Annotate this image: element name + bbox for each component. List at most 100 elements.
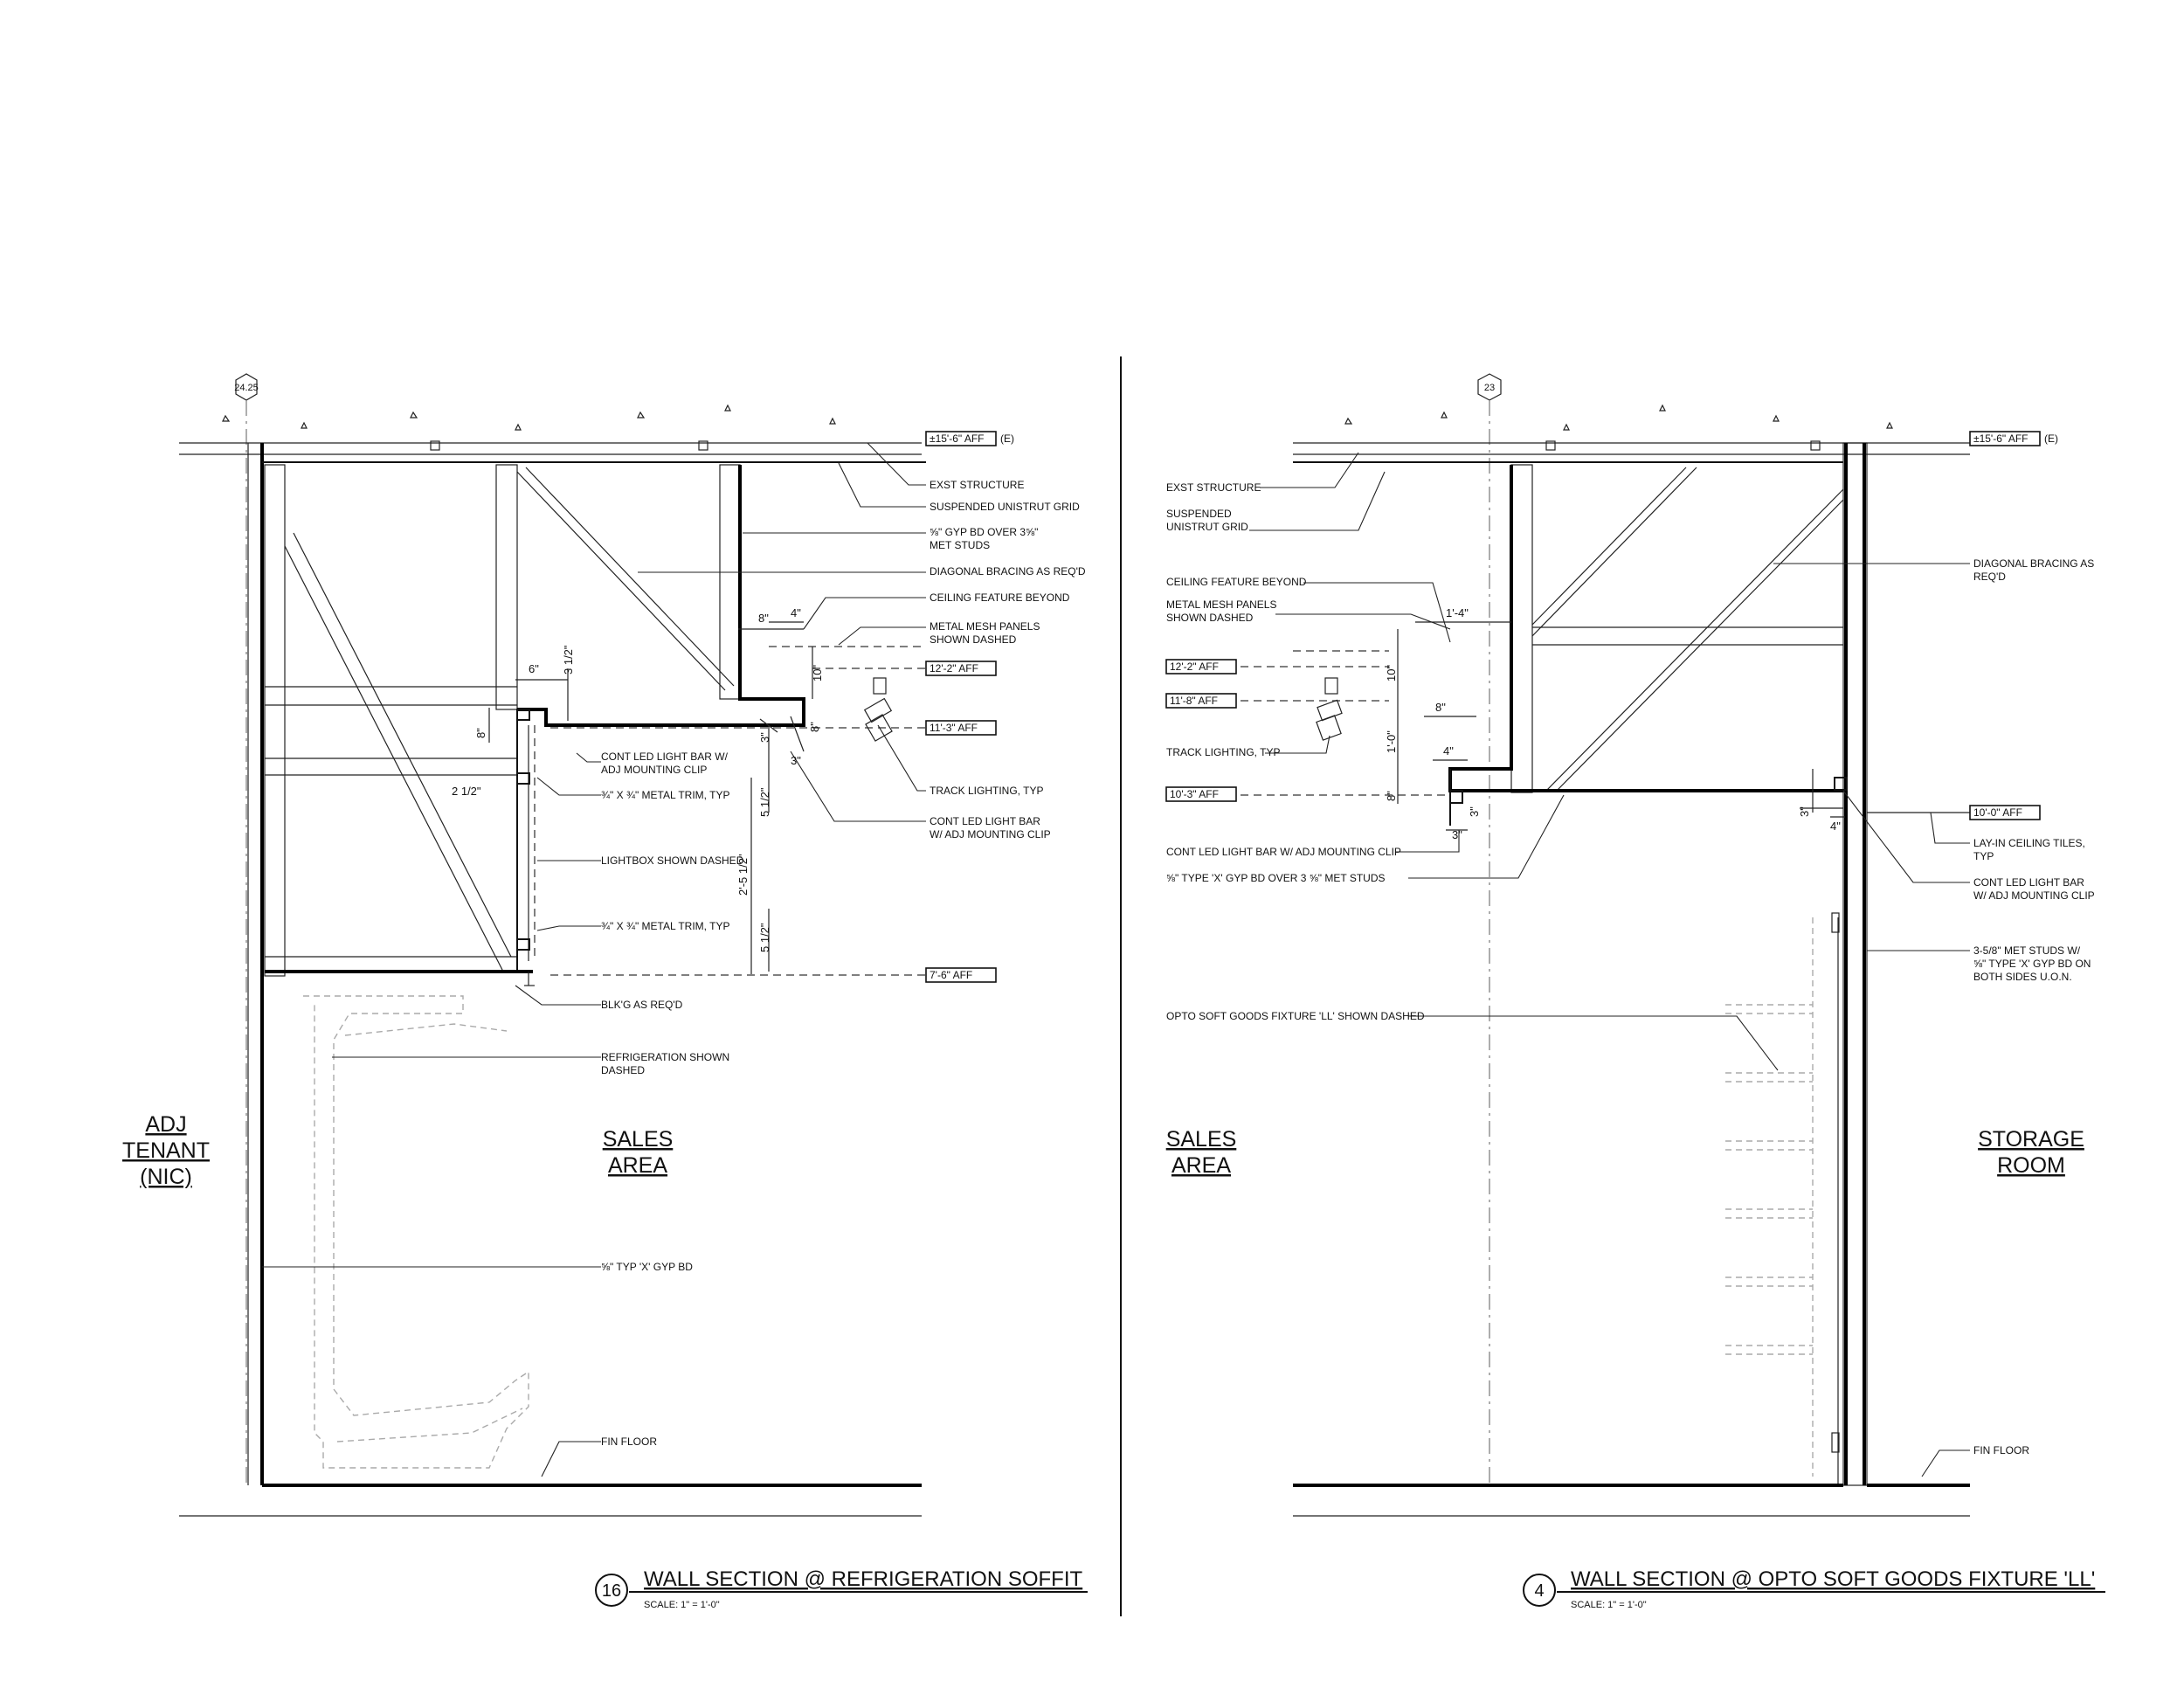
soffit-profile bbox=[265, 465, 805, 986]
demising-wall bbox=[247, 443, 264, 1485]
dim-2-5-half: 2'-5 1/2" bbox=[736, 854, 750, 896]
drawing-text: ±15'-6" AFF bbox=[1973, 432, 2028, 445]
drawing-text: 12'-2" AFF bbox=[930, 662, 978, 675]
note-diagonal-bracing: DIAGONAL BRACING AS bbox=[1973, 557, 2094, 570]
dim-10: 10" bbox=[1385, 665, 1398, 681]
drawing-text: 11'-8" AFF bbox=[1170, 695, 1218, 707]
elevation-tag: 10'-0" AFF bbox=[1969, 805, 2041, 820]
elevation-tag: ±15'-6" AFF (E) bbox=[925, 431, 1014, 446]
grid-bubble-label: 24.25 bbox=[234, 383, 259, 393]
elevation-tag: 11'-3" AFF bbox=[925, 720, 997, 736]
existing-slab bbox=[1293, 404, 1970, 455]
dim-8b: 8" bbox=[1385, 791, 1398, 801]
annotation-notes: EXST STRUCTURE SUSPENDED UNISTRUT GRID C… bbox=[1166, 481, 2095, 1456]
metal-studs bbox=[264, 464, 741, 977]
note-led-bar: CONT LED LIGHT BAR W/ ADJ MOUNTING CLIP bbox=[1166, 846, 1401, 858]
track-light-fixture bbox=[863, 677, 893, 742]
note-metal-trim: ¾" X ¾" METAL TRIM, TYP bbox=[601, 789, 729, 801]
track-light-fixture bbox=[1316, 677, 1343, 741]
drawing-text: 10'-0" AFF bbox=[1973, 806, 2022, 819]
dim-3a: 3" bbox=[1468, 806, 1481, 817]
note-unistrut: UNISTRUT GRID bbox=[1166, 521, 1248, 533]
note-mesh: SHOWN DASHED bbox=[930, 633, 1017, 646]
grid-bubble-23: 23 bbox=[1477, 373, 1502, 401]
note-opto-fixture: OPTO SOFT GOODS FIXTURE 'LL' SHOWN DASHE… bbox=[1166, 1010, 1425, 1022]
room-labels: ADJ TENANT (NIC) SALES AREA bbox=[122, 1112, 673, 1189]
floor bbox=[179, 1484, 922, 1517]
dim-1-0: 1'-0" bbox=[1385, 730, 1398, 753]
dim-4: 4" bbox=[1443, 744, 1454, 758]
detail-title-16: 16 WALL SECTION @ REFRIGERATION SOFFIT S… bbox=[595, 1567, 1088, 1610]
note-ceiling-feature: CEILING FEATURE BEYOND bbox=[1166, 576, 1307, 588]
note-mesh: METAL MESH PANELS bbox=[1166, 598, 1276, 611]
elevation-tag: 12'-2" AFF bbox=[925, 661, 997, 676]
dim-2-half: 2 1/2" bbox=[452, 785, 481, 798]
note-track-lighting: TRACK LIGHTING, TYP bbox=[1166, 746, 1280, 758]
dim-3a: 3" bbox=[758, 732, 771, 743]
drawing-text: (E) bbox=[1000, 432, 1014, 445]
dim-3b: 3" bbox=[791, 754, 801, 767]
dim-3b: 3" bbox=[1452, 828, 1462, 841]
diagonal-bracing bbox=[284, 467, 735, 971]
note-refrigeration: DASHED bbox=[601, 1064, 645, 1076]
elevation-tag: 10'-3" AFF bbox=[1165, 786, 1237, 802]
floor bbox=[1293, 1484, 1970, 1517]
dim-8: 8" bbox=[1435, 701, 1446, 714]
room-sales-area: SALES bbox=[603, 1127, 674, 1152]
room-sales-area: SALES bbox=[1166, 1127, 1237, 1152]
dim-4b: 4" bbox=[1830, 820, 1841, 833]
room-storage: ROOM bbox=[1997, 1153, 2065, 1178]
partition-wall bbox=[1842, 442, 1868, 1486]
dimension-lines bbox=[1397, 621, 1845, 831]
elevation-tag: 7'-6" AFF bbox=[925, 967, 997, 983]
dim-6: 6" bbox=[529, 662, 539, 675]
note-track-lighting: TRACK LIGHTING, TYP bbox=[930, 785, 1043, 797]
dim-3-half: 3 1/2" bbox=[562, 645, 575, 675]
dimension-lines bbox=[488, 621, 813, 974]
elevation-lines bbox=[550, 668, 926, 976]
drawing-text: ±15'-6" AFF bbox=[930, 432, 985, 445]
diagonal-bracing bbox=[1531, 467, 1844, 792]
dim-8b: 8" bbox=[758, 612, 769, 625]
detail-title-text: WALL SECTION @ REFRIGERATION SOFFIT bbox=[644, 1567, 1083, 1591]
note-unistrut: SUSPENDED bbox=[1166, 508, 1232, 520]
dim-3c: 3" bbox=[1798, 806, 1811, 817]
drawing-text: 10'-3" AFF bbox=[1170, 788, 1219, 800]
note-blocking: BLK'G AS REQ'D bbox=[601, 999, 683, 1011]
note-led-bar-b: W/ ADJ MOUNTING CLIP bbox=[1973, 889, 2095, 902]
detail-scale: SCALE: 1" = 1'-0" bbox=[644, 1600, 720, 1610]
drawing-text: 12'-2" AFF bbox=[1170, 661, 1219, 673]
detail-number: 16 bbox=[602, 1581, 621, 1601]
elevation-tag: 12'-2" AFF bbox=[1165, 659, 1237, 675]
dim-10: 10" bbox=[811, 665, 824, 681]
dim-8: 8" bbox=[474, 728, 487, 738]
note-fin-floor: FIN FLOOR bbox=[601, 1435, 657, 1448]
existing-slab bbox=[179, 404, 922, 455]
note-gyp-x: ⅝" TYP 'X' GYP BD bbox=[601, 1261, 693, 1273]
soffit-profile bbox=[1448, 465, 1848, 826]
detail-16: 24.25 bbox=[122, 373, 1088, 1610]
note-leaders bbox=[1249, 452, 1970, 1477]
note-diagonal-bracing: REQ'D bbox=[1973, 571, 2006, 583]
note-led-bar: ADJ MOUNTING CLIP bbox=[601, 764, 707, 776]
dimension-texts: 6" 3 1/2" 8" 8" 4" 10" 3" 8" 3" 2 1/2" 5… bbox=[452, 606, 824, 952]
note-led-bar-b: CONT LED LIGHT BAR bbox=[930, 815, 1040, 827]
note-lay-in-tiles: LAY-IN CEILING TILES, bbox=[1973, 837, 2085, 849]
note-fin-floor: FIN FLOOR bbox=[1973, 1444, 2029, 1456]
grid-bubble-label: 23 bbox=[1484, 383, 1495, 393]
room-adj-tenant: ADJ bbox=[145, 1112, 186, 1137]
note-refrigeration: REFRIGERATION SHOWN bbox=[601, 1051, 729, 1063]
dim-8c: 8" bbox=[808, 722, 821, 732]
elevation-tag: 11'-8" AFF bbox=[1165, 693, 1237, 709]
room-adj-tenant: (NIC) bbox=[140, 1165, 192, 1189]
note-met-studs: BOTH SIDES U.O.N. bbox=[1973, 971, 2072, 983]
note-metal-trim-2: ¾" X ¾" METAL TRIM, TYP bbox=[601, 920, 729, 932]
room-adj-tenant: TENANT bbox=[122, 1138, 210, 1163]
note-lay-in-tiles: TYP bbox=[1973, 850, 1994, 862]
detail-scale: SCALE: 1" = 1'-0" bbox=[1571, 1600, 1647, 1610]
dim-5-half: 5 1/2" bbox=[758, 787, 771, 817]
detail-title-4: 4 WALL SECTION @ OPTO SOFT GOODS FIXTURE… bbox=[1523, 1567, 2105, 1610]
metal-studs bbox=[1510, 464, 1843, 793]
note-lightbox: LIGHTBOX SHOWN DASHED bbox=[601, 854, 744, 867]
opto-fixture-dashed bbox=[1725, 912, 1840, 1485]
